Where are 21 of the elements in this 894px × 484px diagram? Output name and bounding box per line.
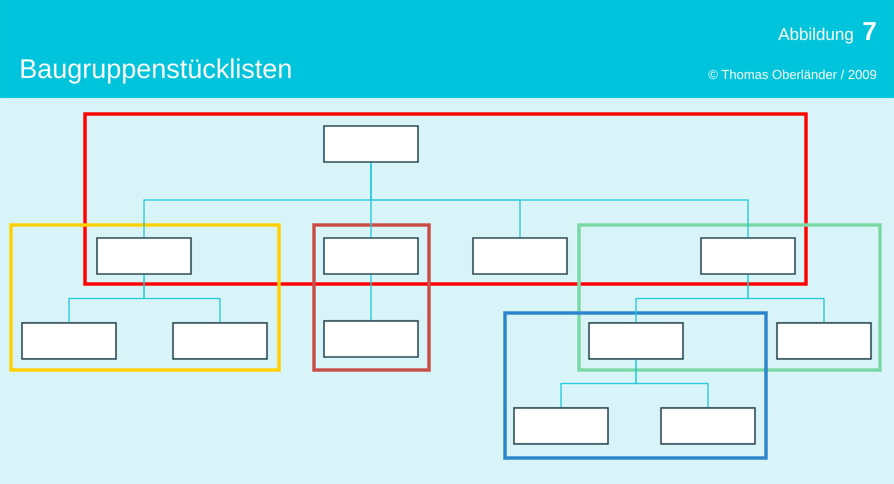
part-box [513,407,609,445]
part-box [96,237,192,275]
copyright-note: © Thomas Oberländer / 2009 [708,70,876,80]
title: Baugruppenstücklisten [21,58,291,84]
connector-line [370,274,372,320]
part-box [776,322,872,360]
part-box [472,237,568,275]
part-box [323,320,419,358]
part-box [700,237,796,275]
figure-number: 7 [863,22,876,40]
part-box [660,407,756,445]
part-box [323,125,419,163]
connector-line [635,360,709,408]
part-box [21,322,117,360]
connector-line [370,162,749,238]
connector-line [747,274,825,322]
part-box [588,322,684,360]
figure-label: Abbildung [778,28,853,44]
connector-line [143,274,221,322]
part-box [172,322,268,360]
part-box [323,237,419,275]
